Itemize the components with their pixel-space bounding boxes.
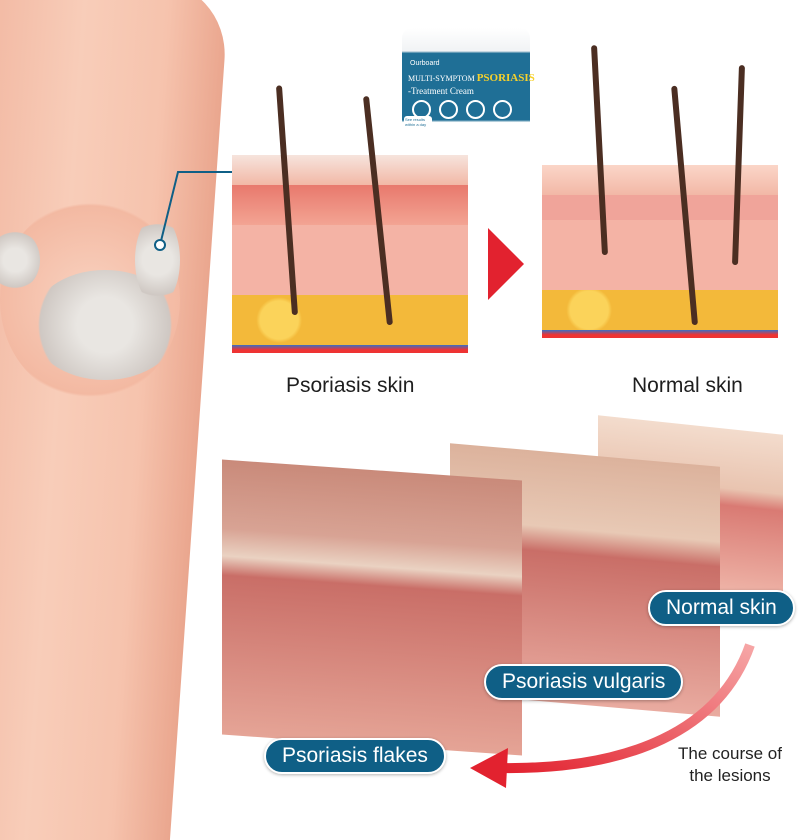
- normal-skin-label: Normal skin: [632, 374, 743, 397]
- leaf-icon: [439, 100, 458, 119]
- product-line2: -Treatment Cream: [408, 86, 474, 96]
- course-line2: the lesions: [689, 766, 771, 785]
- course-arrow: [470, 643, 755, 788]
- normal-skin-diagram: [542, 45, 778, 340]
- transition-arrow: [488, 228, 524, 300]
- psoriasis-flakes-pill: Psoriasis flakes: [264, 738, 446, 774]
- normal-skin-pill: Normal skin: [648, 590, 795, 626]
- psoriasis-vulgaris-pill: Psoriasis vulgaris: [484, 664, 684, 700]
- course-label: The course of the lesions: [660, 743, 800, 787]
- cream-jar: Ourboard MULTI-SYMPTOM PSORIASIS -Treatm…: [402, 28, 535, 143]
- product-line1: MULTI-SYMPTOM: [408, 74, 475, 83]
- leg-illustration: [0, 0, 231, 840]
- product-badge: See results within a day: [404, 116, 432, 128]
- product-highlight: PSORIASIS: [476, 72, 535, 84]
- course-line1: The course of: [678, 744, 782, 763]
- psoriasis-patch: [0, 230, 40, 290]
- cell-icon: [493, 100, 512, 119]
- brand-label: Ourboard: [410, 60, 440, 67]
- psoriasis-skin-label: Psoriasis skin: [286, 374, 415, 397]
- product-note: Enriched with 5% Salicylic Acid exfolian…: [432, 122, 504, 127]
- psoriasis-patch: [135, 215, 180, 305]
- molecule-icon: [466, 100, 485, 119]
- psoriasis-skin-diagram: [232, 85, 468, 360]
